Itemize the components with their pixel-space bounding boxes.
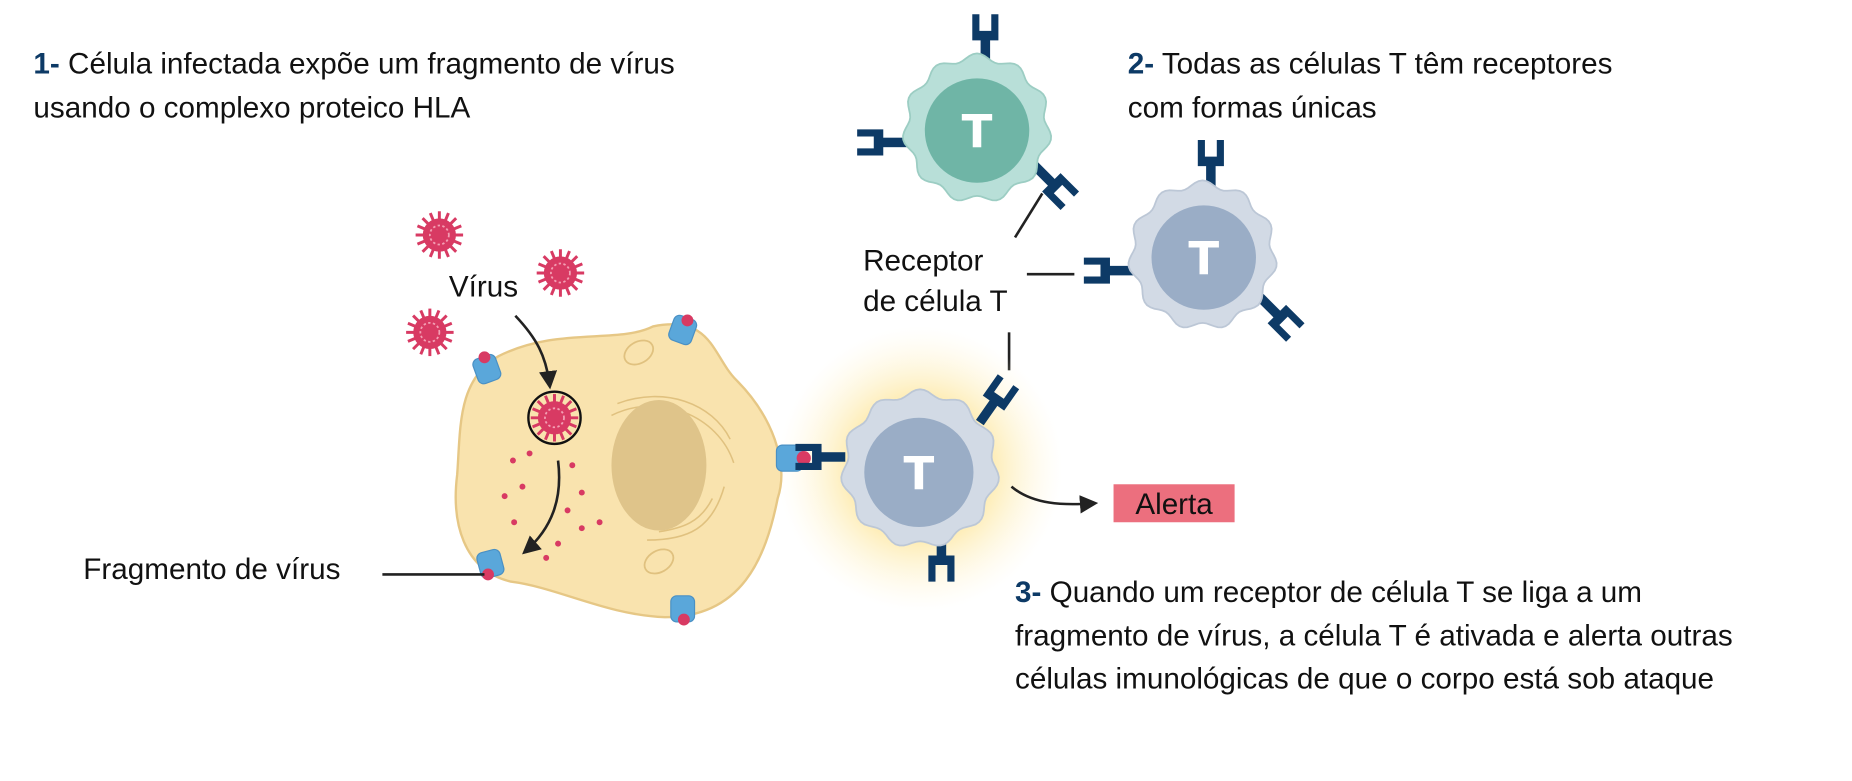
virus-body xyxy=(413,315,447,349)
t-cell-activated: T xyxy=(795,374,1020,582)
hla-complex-icon xyxy=(476,548,505,581)
virus-icon xyxy=(406,308,454,357)
virus-body xyxy=(543,256,578,290)
t-cell-grey: T xyxy=(1083,140,1305,342)
virus-texture xyxy=(419,321,441,343)
virus-texture xyxy=(544,407,565,429)
nucleus xyxy=(611,399,707,531)
virus-fragments xyxy=(501,450,603,561)
mitochondrion-icon xyxy=(643,548,675,575)
step1-text: 1- Célula infectada expõe um fragmento d… xyxy=(33,48,674,81)
receptor-icon xyxy=(857,129,908,156)
virus-label: Vírus xyxy=(449,271,518,304)
virus-body xyxy=(537,401,572,435)
step3-text-line2: fragmento de vírus, a célula T é ativada… xyxy=(1015,620,1733,653)
virus-icon xyxy=(530,394,579,442)
hla-complex-icon xyxy=(668,314,698,346)
t-cell-label: T xyxy=(962,105,993,158)
mitochondrion-icon xyxy=(623,339,655,366)
step3-text-line3: células imunológicas de que o corpo está… xyxy=(1015,662,1714,695)
step2-text: 2- Todas as células T têm receptores xyxy=(1128,48,1613,81)
leader-line xyxy=(1013,192,1044,239)
t-cell-teal: T xyxy=(857,14,1080,210)
hla-complex-icon xyxy=(670,595,696,626)
step2-text-line2: com formas únicas xyxy=(1128,92,1377,125)
virus-body xyxy=(422,218,456,252)
hla-complex-icon xyxy=(472,351,502,385)
receptor-label: Receptor xyxy=(863,245,983,278)
receptor-icon xyxy=(1083,257,1134,284)
fragment-label: Fragmento de vírus xyxy=(83,553,340,586)
cell-nucleus xyxy=(1151,205,1256,310)
alert-label: Alerta xyxy=(1135,488,1213,521)
virus-icon xyxy=(536,249,585,297)
arrow-icon xyxy=(514,314,558,390)
virus-icon xyxy=(415,211,464,259)
alert-badge: Alerta xyxy=(1113,484,1235,523)
infected-cell xyxy=(454,323,783,619)
endosome xyxy=(527,390,582,446)
t-cell-label: T xyxy=(903,447,934,500)
step1-text-line2: usando o complexo proteico HLA xyxy=(33,92,470,125)
alert-box xyxy=(1113,484,1235,523)
step3-text: 3- Quando um receptor de célula T se lig… xyxy=(1015,576,1642,609)
virus-texture xyxy=(550,262,571,284)
arrow-icon xyxy=(522,460,561,555)
cell-nucleus xyxy=(864,417,974,527)
arrow-icon xyxy=(1010,485,1099,514)
t-cell-label: T xyxy=(1188,232,1219,285)
cell-nucleus xyxy=(924,78,1030,183)
virus-texture xyxy=(428,224,450,246)
receptor-label-line2: de célula T xyxy=(863,285,1008,318)
